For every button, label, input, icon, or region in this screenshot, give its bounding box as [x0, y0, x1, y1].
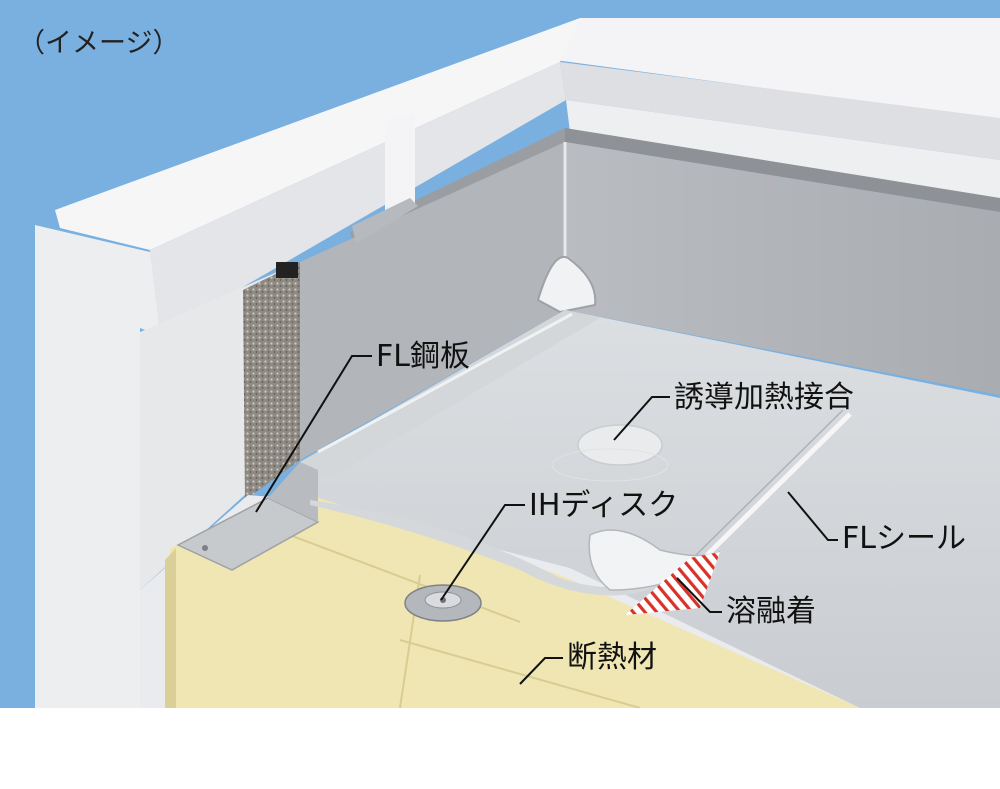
- image-caption: （イメージ）: [18, 28, 180, 59]
- label-fl-seal: FLシール: [842, 521, 966, 556]
- membrane-curl: [310, 500, 720, 596]
- label-ih-disk: IHディスク: [529, 488, 679, 523]
- bottom-band: [0, 708, 1000, 789]
- label-induction-joint: 誘導加熱接合: [674, 380, 854, 415]
- insulation-board: [165, 492, 860, 708]
- wall-fiber-layer: [243, 262, 300, 500]
- leader-insulation: [519, 657, 563, 685]
- leader-induction-joint: [613, 396, 670, 441]
- far-parapet-inner-face: [566, 100, 1000, 205]
- label-insulation: 断熱材: [567, 640, 657, 675]
- label-fusion: 溶融着: [726, 594, 816, 629]
- corner-cap: [536, 255, 597, 314]
- fl-seal-line: [698, 412, 852, 564]
- left-parapet-cap-face: [140, 62, 566, 335]
- far-coping-strip: [565, 128, 1000, 212]
- floor-membrane: [300, 310, 1000, 708]
- back-wall-membrane: [565, 142, 1000, 395]
- left-parapet-outer: [35, 225, 160, 708]
- leader-fl-steel: [255, 355, 372, 513]
- left-parapet-top: [55, 18, 580, 250]
- leader-ih-disk: [440, 504, 525, 601]
- leader-fl-seal: [787, 491, 838, 541]
- induction-joint-spot: [577, 424, 663, 466]
- left-wall-membrane: [300, 142, 565, 460]
- label-fl-steel: FL鋼板: [376, 339, 470, 374]
- far-parapet-top: [555, 18, 1000, 120]
- far-parapet-cap: [560, 62, 1000, 160]
- leader-fusion: [676, 577, 722, 613]
